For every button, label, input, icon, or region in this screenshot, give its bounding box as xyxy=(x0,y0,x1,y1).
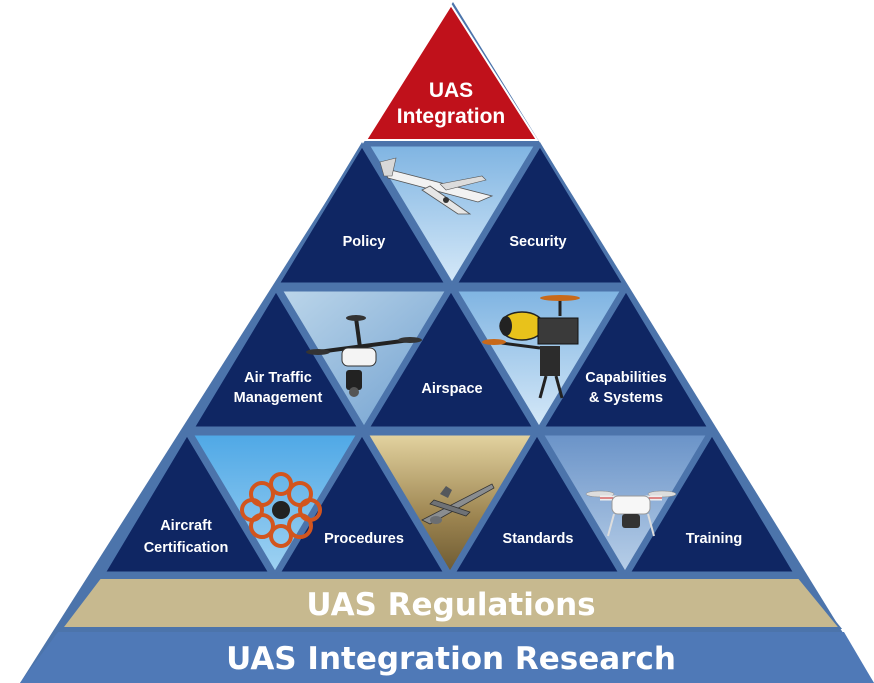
regulations-label: UAS Regulations xyxy=(306,587,595,623)
tier1-security-triangle xyxy=(453,142,627,286)
octocopter-drone-icon xyxy=(240,472,322,548)
quadcopter-drone-icon xyxy=(585,490,677,537)
capabilities-label-line1: Capabilities xyxy=(585,370,666,386)
tier3-standards-triangle xyxy=(451,431,623,575)
tier2-airspace-triangle xyxy=(365,287,537,430)
airspace-label: Airspace xyxy=(421,381,482,397)
yellow-camera-drone-icon xyxy=(482,295,580,399)
training-label: Training xyxy=(686,531,742,547)
tier3-training-triangle xyxy=(626,431,798,575)
tier3-photo2-triangle xyxy=(364,432,536,576)
research-band xyxy=(20,632,874,683)
procedures-label: Procedures xyxy=(324,531,404,547)
fixed-wing-drone-icon xyxy=(379,157,494,215)
apex-triangle xyxy=(364,3,539,141)
certification-label-line1: Aircraft xyxy=(160,518,212,534)
research-label: UAS Integration Research xyxy=(226,641,676,677)
atm-label-line1: Air Traffic xyxy=(244,370,312,386)
tier1-policy-triangle xyxy=(275,142,449,286)
apex-label-line1: UAS xyxy=(429,79,473,102)
certification-label-line2: Certification xyxy=(144,540,229,556)
tier2-photo2-triangle xyxy=(453,288,625,431)
standards-label: Standards xyxy=(503,531,574,547)
policy-label: Policy xyxy=(343,234,386,250)
regulations-band xyxy=(59,577,843,629)
tier2-atm-triangle xyxy=(190,287,362,430)
apex-label-line2: Integration xyxy=(397,105,506,128)
tier3-procedures-triangle xyxy=(276,431,448,575)
security-label: Security xyxy=(509,234,566,250)
atm-label-line2: Management xyxy=(234,390,323,406)
capabilities-label-line2: & Systems xyxy=(589,390,663,406)
predator-drone-icon xyxy=(421,483,495,525)
tier2-capabilities-triangle xyxy=(540,287,712,430)
tier3-certification-triangle xyxy=(101,431,273,575)
hexacopter-drone-icon xyxy=(306,315,422,397)
